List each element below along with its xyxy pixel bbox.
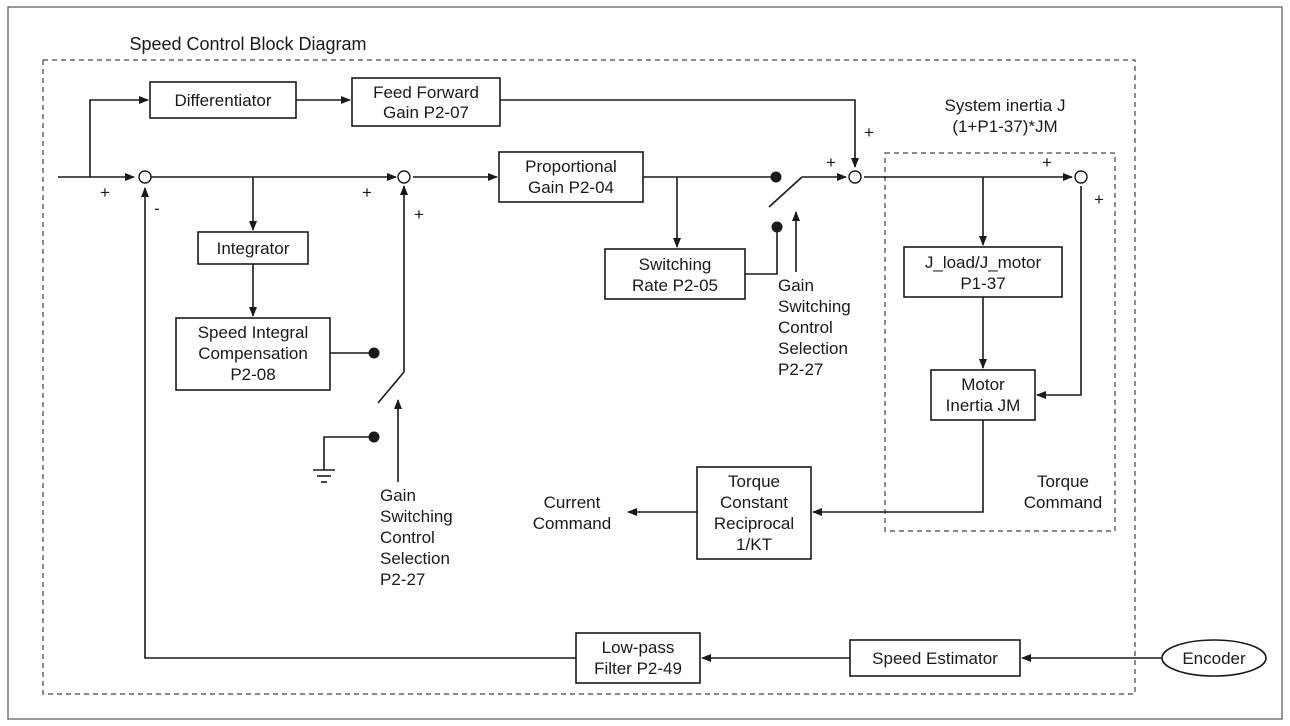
sum4-to-motor-inertia [1036,186,1082,399]
feed-forward-label-2: Gain P2-07 [383,103,469,122]
proportional-label-2: Gain P2-04 [528,178,614,197]
proportional-gain-block: Proportional Gain P2-04 [498,151,644,203]
feed-forward-gain-block: Feed Forward Gain P2-07 [351,77,501,127]
torque-constant-label-4: 1/KT [736,535,772,554]
switching-rate-block: Switching Rate P2-05 [604,248,746,300]
gain-switch-right-line-2: Switching [778,297,851,316]
speed-estimator-label: Speed Estimator [872,649,998,668]
speed-integral-label-3: P2-08 [230,365,275,384]
system-inertia-boundary [884,152,1116,532]
motor-inertia-label-1: Motor [961,375,1005,394]
right-switch-contact-top [770,171,782,183]
current-command-label: Current Command [533,493,611,533]
gain-switching-label-left: Gain Switching Control Selection P2-27 [380,486,453,589]
gain-switch-right-line-3: Control [778,318,833,337]
current-command-line-2: Command [533,514,611,533]
torque-command-label: Torque Command [1024,472,1102,512]
gain-switch-left-line-4: Selection [380,549,450,568]
gain-switch-left-line-2: Switching [380,507,453,526]
low-pass-label-1: Low-pass [602,638,675,657]
low-pass-label-2: Filter P2-49 [594,659,682,678]
low-pass-filter-block: Low-pass Filter P2-49 [575,632,701,684]
system-inertia-label: System inertia J (1+P1-37)*JM [945,96,1066,136]
gain-switching-label-right: Gain Switching Control Selection P2-27 [778,276,851,379]
sign-sum1-plus: + [100,183,110,202]
low-pass-to-sum1 [141,187,576,659]
sign-sum4-plus-left: + [1042,153,1052,172]
feedforward-to-sum3 [500,99,859,168]
torque-command-line-1: Torque [1037,472,1089,491]
differentiator-block: Differentiator [149,81,297,119]
sign-sum3-plus-left: + [826,153,836,172]
differentiator-label: Differentiator [174,91,271,110]
speed-loop-boundary [42,59,1136,695]
sign-sum2-plus-left: + [362,183,372,202]
outer-frame [7,6,1283,720]
proportional-label-1: Proportional [525,157,617,176]
gain-switch-right-line-4: Selection [778,339,848,358]
gain-switch-right-line-5: P2-27 [778,360,823,379]
switching-rate-label-1: Switching [639,255,712,274]
gain-switch-left-line-3: Control [380,528,435,547]
encoder-node: Encoder [1161,639,1267,677]
speed-integral-label-2: Compensation [198,344,308,363]
left-switch-blade [377,371,405,404]
speed-estimator-block: Speed Estimator [849,639,1021,677]
motor-inertia-to-torque-constant [812,420,984,516]
switching-rate-label-2: Rate P2-05 [632,276,718,295]
diagram-title: Speed Control Block Diagram [129,34,366,54]
left-switch-contact-top [368,347,380,359]
system-inertia-line-2: (1+P1-37)*JM [952,117,1057,136]
left-switch-contact-ground [368,431,380,443]
ground-wire [323,436,372,470]
integrator-label: Integrator [217,239,290,258]
current-command-line-1: Current [544,493,601,512]
gain-switch-left-line-1: Gain [380,486,416,505]
summing-junction-1 [138,170,152,184]
encoder-label: Encoder [1182,649,1246,668]
sign-sum3-plus-top: + [864,123,874,142]
sign-sum2-plus-bottom: + [414,205,424,224]
speed-integral-label-1: Speed Integral [198,323,309,342]
motor-inertia-block: Motor Inertia JM [930,369,1036,421]
j-ratio-block: J_load/J_motor P1-37 [903,246,1063,298]
j-ratio-label-1: J_load/J_motor [925,253,1042,272]
feed-forward-label-1: Feed Forward [373,83,479,102]
integrator-block: Integrator [197,231,309,265]
j-ratio-label-2: P1-37 [960,274,1005,293]
gain-switch-left-line-5: P2-27 [380,570,425,589]
right-switch-blade [768,176,803,208]
gain-switch-right-line-1: Gain [778,276,814,295]
torque-constant-label-1: Torque [728,472,780,491]
ground-icon [313,469,335,483]
switching-rate-to-contact [745,230,778,275]
sign-sum1-minus: - [154,199,160,218]
torque-constant-label-3: Reciprocal [714,514,794,533]
input-branch-to-differentiator [89,96,149,177]
summing-junction-4 [1074,170,1088,184]
system-inertia-line-1: System inertia J [945,96,1066,115]
torque-constant-label-2: Constant [720,493,788,512]
speed-integral-compensation-block: Speed Integral Compensation P2-08 [175,317,331,391]
motor-inertia-label-2: Inertia JM [946,396,1021,415]
summing-junction-3 [848,170,862,184]
summing-junction-2 [397,170,411,184]
sign-sum4-plus-bottom: + [1094,190,1104,209]
torque-command-line-2: Command [1024,493,1102,512]
torque-constant-reciprocal-block: Torque Constant Reciprocal 1/KT [696,466,812,560]
right-switch-contact-bottom [771,221,783,233]
